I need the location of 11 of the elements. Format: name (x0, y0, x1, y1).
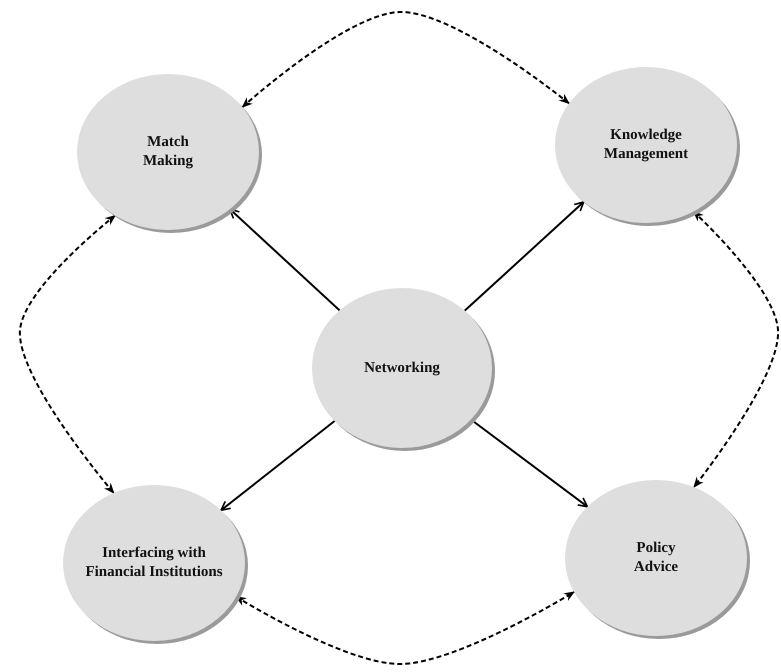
dashed-arrow (692, 210, 779, 488)
arrow (220, 420, 336, 512)
arrow (229, 208, 340, 312)
node-label: Interfacing with Financial Institutions (84, 544, 224, 582)
node-label: Knowledge Management (602, 126, 690, 164)
dashed-arrow (19, 214, 116, 494)
node-label: Policy Advice (632, 539, 680, 577)
dashed-arrow (242, 11, 570, 108)
node-label: Match Making (142, 133, 194, 171)
node-label: Networking (363, 358, 441, 378)
arrow (464, 201, 585, 312)
